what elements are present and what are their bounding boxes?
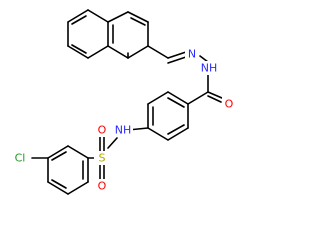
carbonyl-oxygen-label: O <box>225 98 234 111</box>
central-benzene-ring <box>147 91 189 141</box>
sulfur-atom-label: S <box>99 152 106 165</box>
sulfonamide-nh-label: NH <box>115 124 132 137</box>
sulfonyl-oxygen-bottom-label: O <box>98 180 107 193</box>
chlorophenyl-ring <box>31 145 89 195</box>
chlorine-atom-label: Cl <box>15 152 26 165</box>
hydrazone-nitrogen-label: N <box>188 48 196 61</box>
sulfonyl-oxygen-top-label: O <box>98 124 107 137</box>
naphthalene-ring <box>67 9 149 59</box>
molecule-structure: Cl S O O NH N NH O <box>10 9 236 195</box>
hydrazone-nh-label: NH <box>201 62 218 75</box>
atom-labels: Cl S O O NH N NH O <box>10 47 236 193</box>
